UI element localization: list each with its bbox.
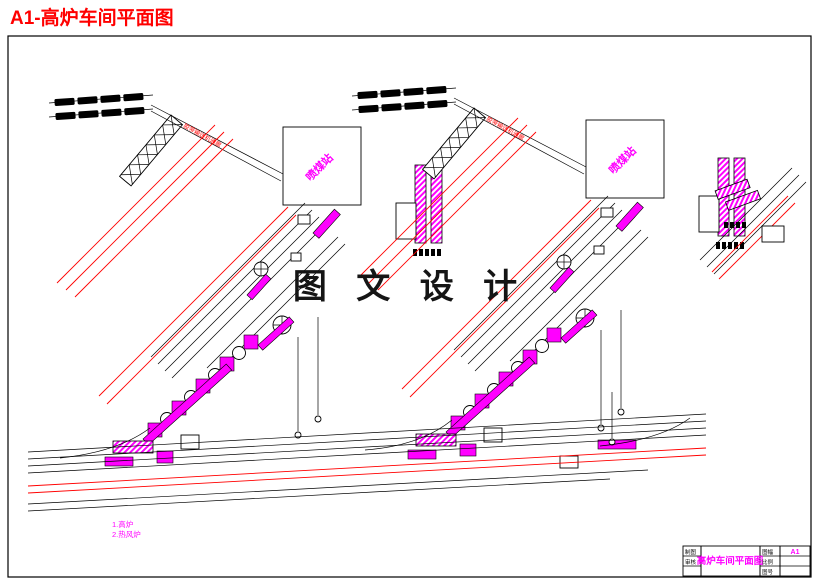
rail-yard-lines xyxy=(27,413,707,512)
far-right-cluster xyxy=(699,167,807,280)
watermark: 图 文 设 计 xyxy=(293,268,527,306)
title-block-drafter-label: 制图 xyxy=(685,548,697,556)
right-lower-extras xyxy=(559,392,637,469)
title-block-sheet: A1 xyxy=(791,549,800,556)
drawing-border xyxy=(7,35,812,578)
legend: 1.高炉 2.热风炉 xyxy=(112,519,141,539)
page-title: A1-高炉车间平面图 xyxy=(10,6,174,29)
legend-item-2: 2.热风炉 xyxy=(112,529,141,539)
title-block-title: 高炉车间平面图 xyxy=(697,555,764,567)
title-block-number-label: 图号 xyxy=(762,568,774,576)
title-block-scale-label: 比例 xyxy=(762,558,774,566)
title-block-checker-label: 审核 xyxy=(685,558,697,566)
title-block: 制图 审核 高炉车间平面图 图幅 A1 比例 图号 xyxy=(682,545,811,577)
legend-item-1: 1.高炉 xyxy=(112,519,133,529)
title-block-size-label: 图幅 xyxy=(762,548,774,556)
